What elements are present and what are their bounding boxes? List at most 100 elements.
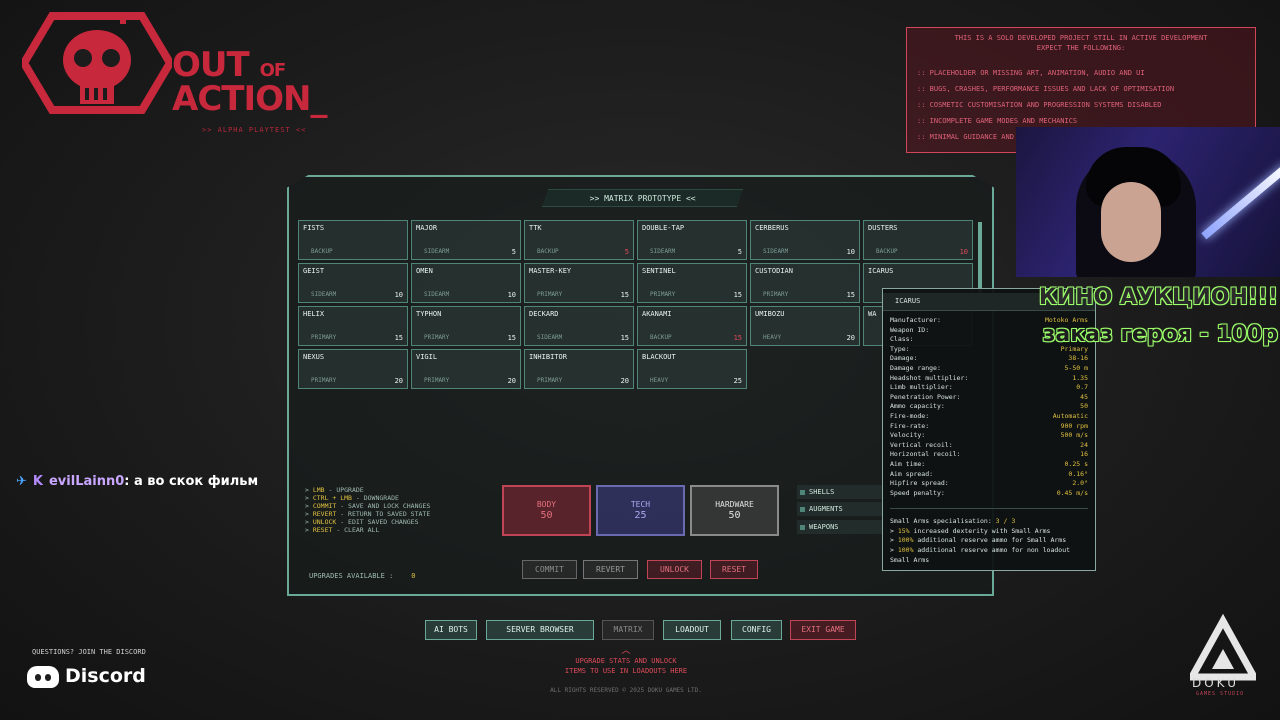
- game-logo: OUT OF ACTION_ >> ALPHA PLAYTEST <<: [22, 8, 327, 138]
- weapon-cost: 15: [507, 334, 516, 342]
- nav-config[interactable]: CONFIG: [731, 620, 782, 640]
- side-tab-shells[interactable]: SHELLS: [797, 485, 887, 499]
- revert-button[interactable]: REVERT: [583, 560, 638, 579]
- stat-body-value: 50: [540, 510, 553, 521]
- tooltip-row: Ammo capacity:50: [890, 402, 1088, 412]
- tooltip-key: Velocity:: [890, 431, 926, 440]
- commit-button[interactable]: COMMIT: [522, 560, 577, 579]
- tooltip-key: Damage range:: [890, 363, 941, 372]
- stat-tech-label: TECH: [630, 500, 651, 509]
- weapon-name: HELIX: [303, 310, 325, 318]
- nav-ai-bots[interactable]: AI BOTS: [425, 620, 477, 640]
- tooltip-key: Speed penalty:: [890, 488, 945, 497]
- tooltip-value: 0.16°: [1068, 469, 1088, 478]
- stat-tech-value: 25: [634, 510, 647, 521]
- unlock-button[interactable]: UNLOCK: [647, 560, 702, 579]
- nav-hint-line: UPGRADE STATS AND UNLOCK: [575, 657, 677, 665]
- nav-loadout[interactable]: LOADOUT: [663, 620, 721, 640]
- tooltip-row: Velocity:500 m/s: [890, 431, 1088, 441]
- side-tab-augments[interactable]: AUGMENTS: [797, 502, 887, 516]
- hint-row: > UNLOCK - edit saved changes: [305, 518, 419, 526]
- logo-text-out: OUT: [172, 45, 250, 85]
- stream-overlay-price: заказ героя - 100р: [1042, 322, 1278, 347]
- weapon-name: FISTS: [303, 224, 325, 232]
- weapon-cost: 25: [733, 377, 742, 385]
- tooltip-row: Manufacturer:Motoko Arms: [890, 316, 1088, 326]
- tooltip-row: Penetration Power:45: [890, 393, 1088, 403]
- weapon-name: UMIBOZU: [755, 310, 785, 318]
- controls-hints: > LMB - Upgrade > CTRL + LMB - Downgrade…: [305, 486, 430, 534]
- side-tab-weapons[interactable]: WEAPONS: [797, 520, 887, 534]
- logo-subtitle: >> ALPHA PLAYTEST <<: [202, 126, 307, 134]
- tooltip-key: Aim spread:: [890, 469, 934, 478]
- tooltip-row: Aim spread: 0.16°: [890, 470, 1088, 480]
- tooltip-row: Hipfire spread:2.0°: [890, 479, 1088, 489]
- tooltip-value: 0.45 m/s: [1056, 488, 1088, 497]
- hint-row: > RESET - clear all: [305, 526, 380, 534]
- spec-tail: Small Arms: [890, 555, 930, 564]
- tooltip-key: Fire-mode:: [890, 411, 930, 420]
- spec-pct: 100%: [897, 546, 914, 555]
- tooltip-row: Class:: [890, 335, 1088, 345]
- tooltip-row: Headshot multiplier:1.35: [890, 374, 1088, 384]
- weapon-class: SIDEARM: [424, 248, 450, 255]
- sword-icon: ✈: [16, 474, 27, 489]
- spec-pct: 100%: [897, 536, 914, 545]
- upgrades-value: 0: [411, 572, 416, 580]
- tooltip-value: Primary: [1060, 344, 1088, 353]
- hint-row: > COMMIT - save and lock changes: [305, 502, 431, 510]
- weapon-class: BACKUP: [311, 248, 333, 255]
- weapon-cost: 5: [737, 248, 742, 256]
- tooltip-row: Type:Primary: [890, 345, 1088, 355]
- lightsaber-glow: [1201, 162, 1280, 240]
- studio-name: DOKU: [1192, 676, 1240, 690]
- discord-link[interactable]: Discord: [27, 665, 146, 688]
- tooltip-key: Weapon ID:: [890, 325, 930, 334]
- tooltip-value: Motoko Arms: [1044, 316, 1088, 324]
- reset-button[interactable]: RESET: [710, 560, 758, 579]
- weapon-cost: 5: [624, 248, 629, 256]
- nav-matrix[interactable]: MATRIX: [602, 620, 654, 640]
- weapon-cost: 20: [620, 377, 629, 385]
- hint-key: REVERT: [312, 510, 337, 518]
- weapon-grid-scrollbar[interactable]: [978, 222, 982, 302]
- weapon-card[interactable]: FISTS BACKUP: [298, 220, 408, 260]
- tooltip-key: Headshot multiplier:: [890, 373, 969, 382]
- tooltip-value: 900 rpm: [1060, 421, 1088, 430]
- weapon-class: BACKUP: [876, 248, 898, 255]
- tooltip-row: Speed penalty: 0.45 m/s: [890, 489, 1088, 499]
- weapon-name: ICARUS: [868, 267, 894, 275]
- chat-username: evilLainn0: [48, 474, 125, 489]
- nav-server-browser[interactable]: SERVER BROWSER: [486, 620, 594, 640]
- weapon-name: DECKARD: [529, 310, 559, 318]
- tooltip-value: 45: [1080, 392, 1088, 401]
- weapon-cost: 15: [733, 291, 742, 299]
- nav-exit-game[interactable]: EXIT GAME: [790, 620, 856, 640]
- hint-row: > LMB - Upgrade: [305, 486, 364, 494]
- spec-text: additional reserve ammo for Small Arms: [913, 536, 1067, 545]
- badge-icon: K: [32, 474, 43, 489]
